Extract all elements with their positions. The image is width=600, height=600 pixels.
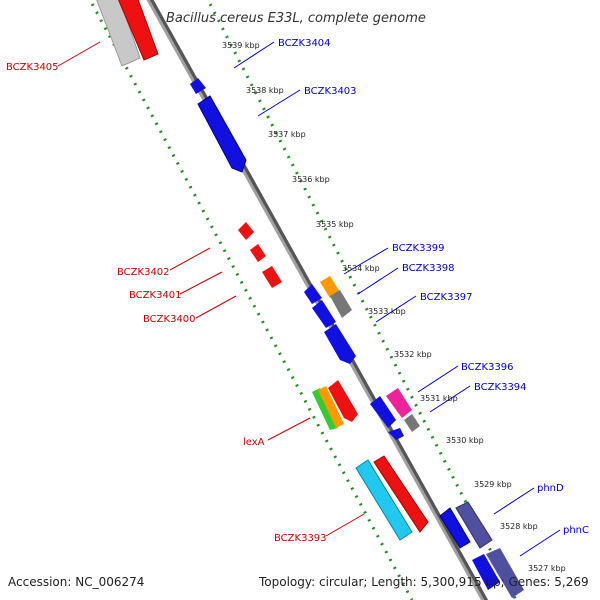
leader-BCZK3399 bbox=[343, 247, 389, 275]
leader-BCZK3397 bbox=[375, 295, 417, 323]
kbp-tick: 3535 kbp bbox=[316, 220, 354, 229]
leader-phnC bbox=[519, 529, 561, 557]
gene-label-BCZK3399[interactable]: BCZK3399 bbox=[392, 243, 445, 254]
gene-blue-small[interactable] bbox=[388, 428, 404, 440]
gene-label-phnD[interactable]: phnD bbox=[537, 483, 564, 494]
kbp-tick: 3538 kbp bbox=[246, 86, 284, 95]
gene-BCZK3396-magenta[interactable] bbox=[386, 388, 412, 418]
gene-BCZK3394-darkgray[interactable] bbox=[404, 414, 420, 432]
leader-BCZK3404 bbox=[233, 41, 275, 69]
gene-BCZK3405-gray[interactable] bbox=[96, 0, 141, 67]
dotted-tracks bbox=[88, 0, 518, 600]
gene-BCZK3401[interactable] bbox=[250, 244, 266, 262]
gene-BCZK3397-blue[interactable] bbox=[324, 324, 356, 364]
label-leaders bbox=[57, 41, 561, 557]
gene-phnC-purple[interactable] bbox=[486, 548, 524, 598]
gene-label-BCZK3397[interactable]: BCZK3397 bbox=[420, 292, 473, 303]
accession-text: Accession: NC_006274 bbox=[8, 575, 144, 589]
gene-label-BCZK3393[interactable]: BCZK3393 bbox=[274, 533, 327, 544]
gene-BCZK3403[interactable] bbox=[197, 95, 247, 173]
kbp-tick: 3536 kbp bbox=[292, 175, 330, 184]
gene-label-lexA[interactable]: lexA bbox=[243, 437, 265, 448]
gene-BCZK3400[interactable] bbox=[262, 266, 282, 288]
leader-BCZK3402 bbox=[169, 247, 211, 271]
backbone-shadow bbox=[146, 0, 489, 600]
gene-phnC-blue[interactable] bbox=[472, 554, 500, 590]
gene-label-BCZK3405[interactable]: BCZK3405 bbox=[6, 62, 59, 73]
kbp-tick: 3539 kbp bbox=[222, 41, 260, 50]
gene-BCZK3402[interactable] bbox=[238, 222, 254, 240]
leader-BCZK3403 bbox=[257, 89, 301, 117]
gene-label-BCZK3394[interactable]: BCZK3394 bbox=[474, 382, 527, 393]
gene-lexA-red[interactable] bbox=[328, 380, 358, 422]
gene-orange-2[interactable] bbox=[318, 386, 344, 428]
kbp-tick: 3529 kbp bbox=[474, 480, 512, 489]
gene-label-BCZK3404[interactable]: BCZK3404 bbox=[278, 38, 331, 49]
kbp-tick: 3527 kbp bbox=[528, 564, 566, 573]
kbp-tick: 3528 kbp bbox=[500, 522, 538, 531]
gene-label-BCZK3400[interactable]: BCZK3400 bbox=[143, 314, 196, 325]
kbp-tick: 3533 kbp bbox=[368, 307, 406, 316]
kbp-tick: 3531 kbp bbox=[420, 394, 458, 403]
gene-BCZK3393-cyan[interactable] bbox=[355, 459, 413, 541]
leader-phnD bbox=[493, 487, 535, 515]
gene-BCZK3393-red[interactable] bbox=[373, 455, 429, 533]
leader-BCZK3405 bbox=[57, 41, 101, 67]
gene-phnD-purple[interactable] bbox=[455, 501, 493, 549]
gene-BCZK3404-small[interactable] bbox=[190, 78, 206, 94]
gene-label-BCZK3403[interactable]: BCZK3403 bbox=[304, 86, 357, 97]
gene-label-BCZK3402[interactable]: BCZK3402 bbox=[117, 267, 170, 278]
leader-BCZK3396 bbox=[417, 365, 459, 393]
gene-BCZK3398-darkgray[interactable] bbox=[330, 290, 352, 318]
gene-label-BCZK3401[interactable]: BCZK3401 bbox=[129, 290, 182, 301]
leader-lexA bbox=[267, 417, 311, 441]
leader-BCZK3394 bbox=[429, 385, 471, 413]
leader-BCZK3398 bbox=[357, 267, 399, 295]
gene-label-BCZK3398[interactable]: BCZK3398 bbox=[402, 263, 455, 274]
inner-dotted-track bbox=[88, 0, 414, 600]
leader-BCZK3393 bbox=[325, 513, 365, 537]
gene-blue-b[interactable] bbox=[312, 300, 336, 328]
kbp-tick-labels: 3539 kbp 3538 kbp 3537 kbp 3536 kbp 3535… bbox=[222, 41, 566, 573]
gene-BCZK3405-red[interactable] bbox=[116, 0, 159, 61]
reverse-gene-labels: BCZK3405 BCZK3402 BCZK3401 BCZK3400 lexA… bbox=[6, 62, 327, 544]
kbp-tick: 3530 kbp bbox=[446, 436, 484, 445]
gene-features bbox=[96, 0, 524, 598]
gene-BCZK3399-orange[interactable] bbox=[320, 276, 340, 298]
leader-BCZK3400 bbox=[195, 295, 237, 319]
gene-phnD-blue[interactable] bbox=[439, 507, 471, 549]
gene-label-BCZK3396[interactable]: BCZK3396 bbox=[461, 362, 514, 373]
kbp-tick: 3532 kbp bbox=[394, 350, 432, 359]
gene-label-phnC[interactable]: phnC bbox=[563, 525, 589, 536]
forward-gene-labels: BCZK3404 BCZK3403 BCZK3399 BCZK3398 BCZK… bbox=[278, 38, 589, 536]
gene-blue-a[interactable] bbox=[304, 284, 322, 304]
topology-text: Topology: circular; Length: 5,300,915 bp… bbox=[258, 575, 589, 589]
kbp-tick: 3537 kbp bbox=[268, 130, 306, 139]
kbp-tick: 3534 kbp bbox=[342, 264, 380, 273]
map-title: Bacillus cereus E33L, complete genome bbox=[166, 11, 426, 26]
gene-green[interactable] bbox=[312, 388, 338, 430]
leader-BCZK3401 bbox=[179, 271, 223, 295]
gene-blue-c[interactable] bbox=[370, 396, 396, 428]
